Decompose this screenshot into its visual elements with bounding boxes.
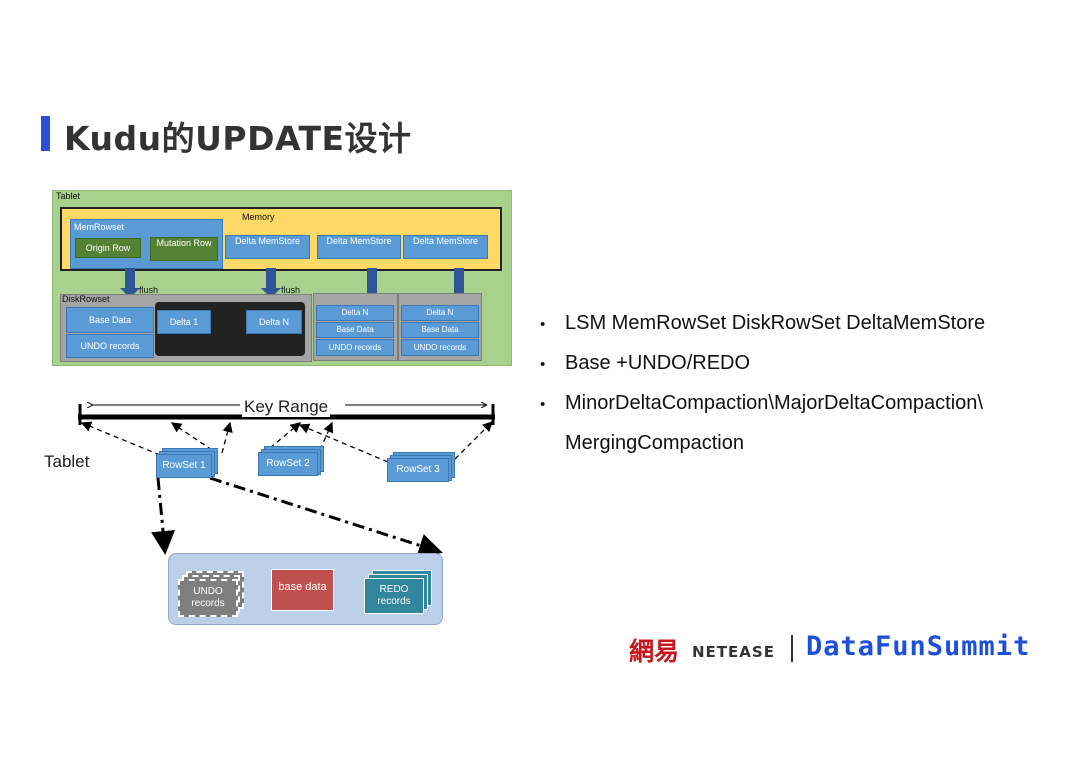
flush-label-1: flush [139, 285, 159, 295]
delta-memstore-1: Delta MemStore [225, 235, 310, 259]
base-data-box: Base Data [66, 307, 154, 333]
flush-arrow-2 [266, 268, 276, 288]
key-range-label: Key Range [242, 397, 331, 417]
logo-separator [791, 635, 793, 662]
delta-memstore-2: Delta MemStore [317, 235, 401, 259]
bullet-continuation: MergingCompaction [540, 432, 1060, 472]
netease-logo-en: NETEASE [692, 643, 775, 661]
origin-row: Origin Row [75, 238, 141, 258]
base-data-block: base data [271, 569, 334, 611]
netease-logo-cn: 網易 [629, 637, 680, 666]
bullet-dot: • [540, 316, 546, 333]
tablet-side-label: Tablet [44, 452, 90, 471]
datafunsummit-logo: DataFunSummit [806, 631, 1031, 662]
undo-records-box-3: UNDO records [401, 339, 479, 356]
undo-records-box-2: UNDO records [316, 339, 394, 356]
flush-arrow-4 [454, 268, 464, 294]
bullet-item: • LSM MemRowSet DiskRowSet DeltaMemStore [540, 312, 1060, 352]
bullet-item: • MinorDeltaCompaction\MajorDeltaCompact… [540, 392, 1060, 432]
flush-label-2: flush [281, 285, 301, 295]
page-title: Kudu的UPDATE设计 [64, 119, 412, 158]
flush-arrow-1 [125, 268, 135, 288]
title-accent-bar [41, 116, 50, 151]
delta-1-box: Delta 1 [157, 310, 211, 334]
delta-n-box-3: Delta N [401, 305, 479, 321]
bullet-dot: • [540, 396, 546, 413]
delta-n-box: Delta N [246, 310, 302, 334]
memory-label: Memory [242, 212, 275, 222]
undo-records-box: UNDO records [66, 334, 154, 358]
bullet-list: • LSM MemRowSet DiskRowSet DeltaMemStore… [540, 312, 1060, 472]
delta-n-box-2: Delta N [316, 305, 394, 321]
flush-arrow-3 [367, 268, 377, 294]
tablet-label: Tablet [56, 191, 81, 201]
rowset-3: RowSet 3 [387, 458, 449, 482]
base-data-box-2: Base Data [316, 322, 394, 338]
base-data-box-3: Base Data [401, 322, 479, 338]
bullet-item: • Base +UNDO/REDO [540, 352, 1060, 392]
mutation-row: Mutation Row [150, 237, 218, 261]
delta-memstore-3: Delta MemStore [403, 235, 488, 259]
flush-arrow-1-head [120, 288, 140, 298]
diskrowset-label: DiskRowset [62, 294, 110, 304]
bullet-text: Base +UNDO/REDO [565, 352, 751, 374]
bullet-dot: • [540, 356, 546, 373]
memrowset-label: MemRowset [74, 222, 125, 232]
rowset-2: RowSet 2 [258, 452, 318, 476]
bullet-text: MergingCompaction [565, 432, 744, 454]
rowset-1: RowSet 1 [156, 454, 212, 478]
bullet-text: MinorDeltaCompaction\MajorDeltaCompactio… [565, 392, 983, 414]
redo-records-stack: REDO records [364, 578, 424, 614]
bullet-text: LSM MemRowSet DiskRowSet DeltaMemStore [565, 312, 986, 334]
flush-arrow-2-head [261, 288, 281, 298]
undo-records-stack: UNDO records [178, 579, 238, 617]
